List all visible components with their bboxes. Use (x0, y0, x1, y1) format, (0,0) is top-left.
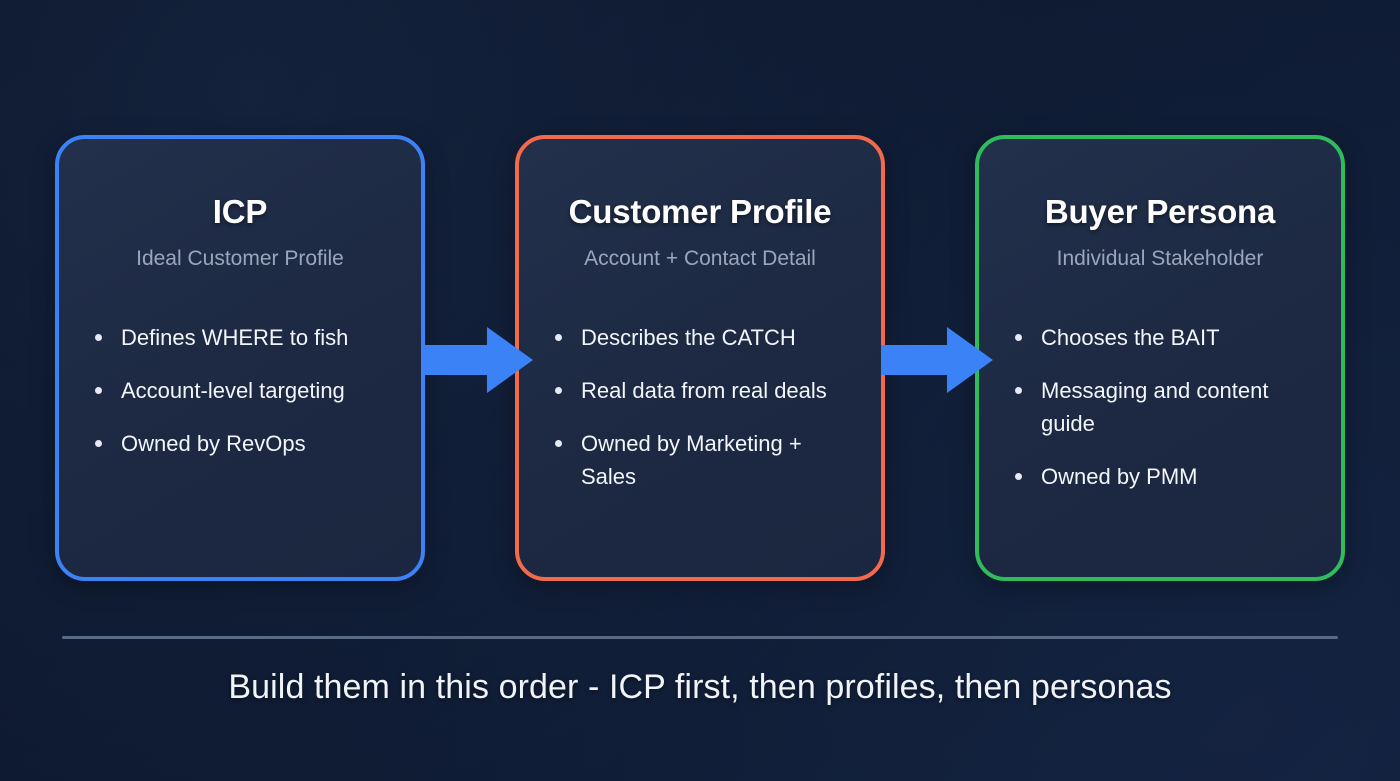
bullet-text: Chooses the BAIT (1041, 325, 1220, 350)
list-item: Messaging and content guide (1015, 374, 1321, 440)
card-buyer-persona[interactable]: Buyer Persona Individual Stakeholder Cho… (975, 135, 1345, 581)
bullet-text: Owned by Marketing + Sales (581, 431, 802, 489)
bullet-dot-icon (95, 387, 102, 394)
bullet-text: Owned by RevOps (121, 431, 306, 456)
bullet-dot-icon (95, 334, 102, 341)
list-item: Owned by PMM (1015, 460, 1321, 493)
card-subtitle: Account + Contact Detail (584, 247, 816, 270)
list-item: Chooses the BAIT (1015, 321, 1321, 354)
card-title: Buyer Persona (1044, 193, 1276, 230)
bullet-dot-icon (555, 440, 562, 447)
card-subtitle: Ideal Customer Profile (136, 247, 344, 270)
arrow-right-icon (421, 327, 533, 393)
list-item: Account-level targeting (95, 374, 401, 407)
card-title: ICP (212, 193, 268, 230)
bullet-text: Defines WHERE to fish (121, 325, 349, 350)
bullet-dot-icon (555, 387, 562, 394)
card-subtitle: Individual Stakeholder (1056, 247, 1264, 270)
footer-divider (62, 636, 1338, 639)
bullet-dot-icon (1015, 334, 1022, 341)
bullet-text: Real data from real deals (581, 378, 827, 403)
bullet-text: Owned by PMM (1041, 464, 1198, 489)
list-item: Defines WHERE to fish (95, 321, 401, 354)
list-item: Describes the CATCH (555, 321, 861, 354)
card-icp[interactable]: ICP Ideal Customer Profile Defines WHERE… (55, 135, 425, 581)
card-title: Customer Profile (568, 193, 832, 230)
bullet-text: Messaging and content guide (1041, 378, 1269, 436)
bullet-text: Describes the CATCH (581, 325, 796, 350)
card-bullet-list: Chooses the BAIT Messaging and content g… (1013, 321, 1321, 493)
card-bullet-list: Defines WHERE to fish Account-level targ… (93, 321, 401, 460)
cards-row: ICP Ideal Customer Profile Defines WHERE… (0, 135, 1400, 581)
list-item: Real data from real deals (555, 374, 861, 407)
footer-note: Build them in this order - ICP first, th… (228, 668, 1172, 706)
card-customer-profile[interactable]: Customer Profile Account + Contact Detai… (515, 135, 885, 581)
bullet-dot-icon (1015, 473, 1022, 480)
bullet-dot-icon (95, 440, 102, 447)
list-item: Owned by RevOps (95, 427, 401, 460)
bullet-text: Account-level targeting (121, 378, 345, 403)
arrow-right-icon (881, 327, 993, 393)
bullet-dot-icon (1015, 387, 1022, 394)
bullet-dot-icon (555, 334, 562, 341)
list-item: Owned by Marketing + Sales (555, 427, 861, 493)
card-bullet-list: Describes the CATCH Real data from real … (553, 321, 861, 493)
